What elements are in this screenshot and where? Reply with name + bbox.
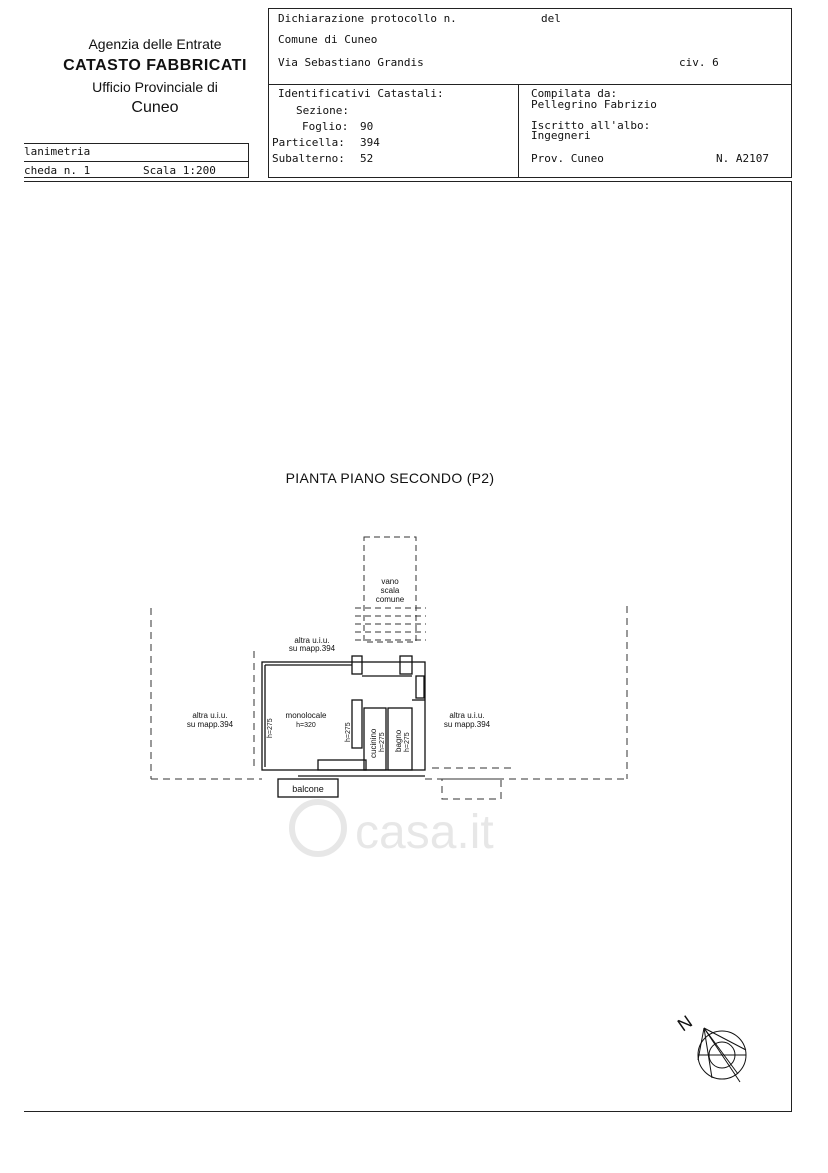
watermark-text: casa.it <box>355 806 494 859</box>
particella-value: 394 <box>360 136 380 149</box>
bagno-label: bagno <box>394 729 403 752</box>
north-compass-icon <box>697 1027 747 1083</box>
scala-label: Scala 1:200 <box>143 164 216 177</box>
protocol-label: Dichiarazione protocollo n. <box>278 12 457 25</box>
subalterno-label: Subalterno: <box>272 152 345 165</box>
frame-bottom-line <box>24 1111 792 1112</box>
foglio-value: 90 <box>360 120 374 133</box>
bagno-room <box>387 707 413 771</box>
scheda-divider <box>24 161 249 162</box>
balcone-outline <box>277 778 339 798</box>
vano-label-1: vano <box>381 577 399 586</box>
civico-label: civ. 6 <box>679 56 719 69</box>
altra-left-2: su mapp.394 <box>187 720 234 729</box>
particella-label: Particella: <box>272 136 345 149</box>
address-label: Via Sebastiano Grandis <box>278 56 424 69</box>
stair-box <box>363 536 417 643</box>
kitchen-counter <box>351 699 363 749</box>
comune-label: Comune di Cuneo <box>278 33 378 46</box>
foglio-label: Foglio: <box>302 120 349 133</box>
scheda-box <box>24 143 249 178</box>
monolocale-label: monolocale <box>286 711 327 720</box>
numero-label: N. A2107 <box>716 152 769 165</box>
altra-right-1: altra u.i.u. <box>449 711 484 720</box>
monolocale-height: h=320 <box>296 722 316 729</box>
column-right <box>399 655 413 675</box>
cucinino-room <box>363 707 387 771</box>
watermark-house-icon <box>289 799 347 857</box>
north-label: N <box>674 1011 696 1035</box>
planimetria-label: lanimetria <box>24 145 91 158</box>
declaration-divider <box>268 84 792 85</box>
sezione-label: Sezione: <box>296 104 349 117</box>
ufficio-label: Ufficio Provinciale di <box>92 79 218 95</box>
altra-left-1: altra u.i.u. <box>192 711 227 720</box>
vano-label-3: comune <box>376 595 405 604</box>
context-balcony-right <box>441 778 502 800</box>
watermark: casa.it <box>289 799 494 859</box>
identificativi-divider <box>518 84 519 178</box>
frame-right-line <box>791 181 792 1112</box>
plan-title: PIANTA PIANO SECONDO (P2) <box>285 470 495 486</box>
frame-top-line <box>24 181 792 182</box>
ufficio-city: Cuneo <box>131 99 179 116</box>
declaration-box <box>268 8 792 178</box>
catasto-title: CATASTO FABBRICATI <box>63 57 247 74</box>
agency-name: Agenzia delle Entrate <box>88 36 222 52</box>
bagno-height: h=275 <box>404 732 411 752</box>
column-left <box>351 655 363 675</box>
albo-label: Iscritto all'albo: <box>531 119 651 132</box>
prov-label: Prov. Cuneo <box>531 152 604 165</box>
altra-top-1: altra u.i.u. <box>294 636 329 645</box>
del-label: del <box>541 12 561 25</box>
scheda-number: cheda n. 1 <box>24 164 91 177</box>
subalterno-value: 52 <box>360 152 374 165</box>
altra-right-2: su mapp.394 <box>444 720 491 729</box>
altra-top-2: su mapp.394 <box>289 644 336 653</box>
compilata-label: Compilata da: <box>531 87 618 100</box>
height-left: h=275 <box>267 718 274 738</box>
cucinino-height: h=275 <box>379 732 386 752</box>
identificativi-title: Identificativi Catastali: <box>278 87 444 100</box>
radiator <box>415 675 425 699</box>
compilata-name: Pellegrino Fabrizio <box>531 98 657 111</box>
albo-value: Ingegneri <box>531 129 591 142</box>
height-mid: h=275 <box>345 722 352 742</box>
window-sill <box>317 759 367 771</box>
cucinino-label: cucinino <box>369 728 378 758</box>
vano-label-2: scala <box>381 586 400 595</box>
balcone-label: balcone <box>292 784 324 794</box>
